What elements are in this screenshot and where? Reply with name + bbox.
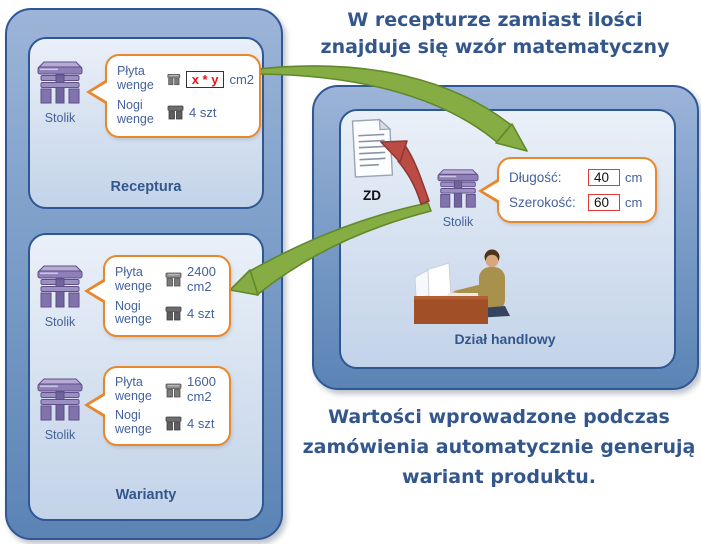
order-document-icon bbox=[351, 118, 394, 178]
width-row: Szerokość: 60 cm bbox=[509, 193, 650, 211]
table-icon bbox=[37, 61, 83, 104]
length-value-field: 40 bbox=[588, 169, 620, 187]
component-icon bbox=[167, 73, 181, 85]
table-icon bbox=[37, 378, 83, 421]
table-icon bbox=[37, 265, 83, 308]
product-label: Stolik bbox=[44, 111, 76, 125]
unit-label: cm bbox=[625, 170, 643, 186]
component-name: Płyta wenge bbox=[115, 375, 152, 404]
variant2-callout: Płyta wenge 1600 cm2 Nogi wenge bbox=[84, 366, 231, 446]
component-name: Nogi wenge bbox=[115, 408, 152, 437]
quantity-value: 1600 cm2 bbox=[187, 374, 216, 405]
top-annotation: W recepturze zamiast ilości znajduje się… bbox=[320, 9, 670, 58]
quantity-value: 4 szt bbox=[189, 105, 217, 121]
variant-row-plyta: Płyta wenge 1600 cm2 bbox=[115, 374, 224, 405]
bottom-annotation: Wartości wprowadzone podczas zamówienia … bbox=[302, 406, 696, 488]
callout-pointer bbox=[91, 82, 108, 102]
component-name: Nogi wenge bbox=[115, 298, 152, 327]
sales-person-icon bbox=[414, 249, 510, 324]
variant1-callout: Płyta wenge 2400 cm2 Nogi wenge bbox=[84, 255, 231, 337]
variant-row-nogi: Nogi wenge 4 szt bbox=[115, 409, 224, 437]
warianty-title: Warianty bbox=[115, 487, 177, 503]
component-name: Nogi wenge bbox=[117, 98, 154, 126]
component-icon bbox=[165, 306, 182, 321]
recipe-row-nogi: Nogi wenge 4 szt bbox=[117, 98, 254, 127]
quantity-value: 2400 cm2 bbox=[187, 263, 216, 294]
component-icon bbox=[165, 383, 182, 398]
quantity-value: 4 szt bbox=[187, 305, 215, 321]
component-icon bbox=[165, 272, 182, 287]
order-document-label: ZD bbox=[363, 188, 381, 203]
unit-label: cm2 bbox=[229, 71, 254, 87]
recipe-product: Stolik bbox=[32, 60, 88, 125]
department-label: Dział handlowy bbox=[454, 331, 556, 347]
component-icon bbox=[165, 416, 182, 430]
callout-pointer bbox=[89, 281, 106, 301]
unit-label: cm bbox=[625, 194, 643, 210]
table-icon bbox=[437, 169, 479, 208]
component-name: Płyta wenge bbox=[115, 265, 152, 293]
product-label: Stolik bbox=[44, 428, 76, 442]
width-value-field: 60 bbox=[588, 193, 620, 211]
variant2-product: Stolik bbox=[32, 377, 88, 442]
variant-row-nogi: Nogi wenge 4 szt bbox=[115, 298, 224, 328]
order-dimensions-callout: Długość: 40 cm Szerokość: 60 cm bbox=[478, 157, 657, 223]
callout-pointer bbox=[483, 181, 500, 201]
receptura-title: Receptura bbox=[110, 179, 182, 195]
formula-value: x * y bbox=[185, 70, 225, 88]
variant1-product: Stolik bbox=[32, 264, 88, 329]
recipe-row-plyta: Płyta wenge x * y cm2 bbox=[117, 65, 254, 93]
quantity-value: 4 szt bbox=[187, 415, 215, 431]
product-label: Stolik bbox=[44, 315, 76, 329]
component-icon bbox=[167, 106, 184, 120]
length-row: Długość: 40 cm bbox=[509, 169, 650, 187]
component-name: Płyta wenge bbox=[117, 64, 154, 93]
product-label: Stolik bbox=[442, 215, 474, 229]
order-product: Stolik bbox=[430, 168, 486, 229]
field-label: Długość: bbox=[509, 170, 562, 186]
recipe-callout: Płyta wenge x * y cm2 Nogi wenge 4 s bbox=[86, 54, 261, 138]
field-label: Szerokość: bbox=[509, 194, 576, 210]
callout-pointer bbox=[89, 395, 106, 415]
variant-row-plyta: Płyta wenge 2400 cm2 bbox=[115, 263, 224, 295]
